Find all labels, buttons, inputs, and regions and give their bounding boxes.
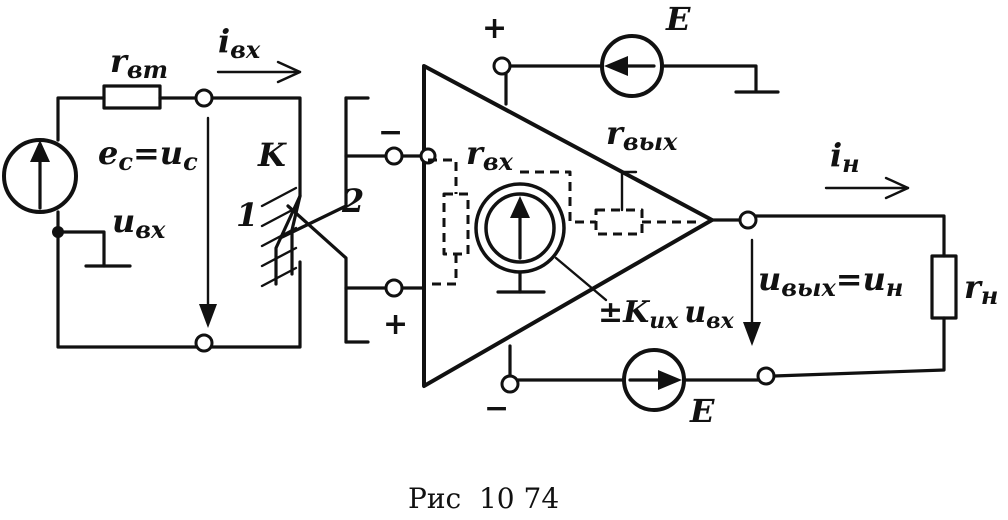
noninverting-input-terminal	[384, 278, 404, 298]
label-u-in: uвх	[112, 202, 166, 244]
input-terminal-bottom	[194, 333, 214, 353]
voltage-source-ec	[2, 138, 78, 214]
output-circuit	[710, 176, 958, 386]
source-circuit	[2, 60, 302, 353]
label-u-out-eq: uвых=uн	[758, 260, 903, 302]
figure-caption: Рис 10 74	[408, 482, 559, 515]
dependent-source-k-uin	[474, 182, 608, 302]
negative-supply-terminal	[500, 374, 520, 394]
label-i-in: iвх	[218, 22, 261, 64]
positive-supply-terminal	[492, 56, 512, 76]
label-contact-2: 2	[341, 182, 364, 220]
label-r-internal: rвт	[110, 42, 168, 84]
arrow-i-in-icon	[276, 60, 302, 84]
source-ground-wire	[56, 230, 106, 268]
op-amp	[384, 56, 714, 394]
supply-top	[508, 34, 780, 98]
label-r-load: rн	[964, 268, 998, 310]
label-supply-bottom: E	[689, 392, 715, 430]
label-inverting-sign: −	[378, 115, 403, 150]
label-minus-bottom: −	[484, 391, 509, 426]
label-plus-top: +	[482, 11, 507, 46]
op-amp-triangle	[422, 64, 714, 388]
output-terminal-bottom	[756, 366, 776, 386]
label-supply-top: E	[665, 0, 691, 38]
output-terminal-top	[738, 210, 758, 230]
input-terminal-top	[194, 88, 214, 108]
inverting-input-terminal	[384, 146, 404, 166]
arrow-i-load-icon	[884, 176, 910, 200]
label-switch-k: K	[257, 136, 287, 174]
label-r-out: rвых	[606, 114, 678, 156]
resistor-r-load	[930, 254, 958, 320]
arrow-u-out	[743, 322, 761, 346]
label-contact-1: 1	[236, 196, 258, 234]
arrow-u-in	[199, 304, 217, 328]
resistor-r-out	[594, 208, 644, 236]
label-r-in: rвх	[466, 134, 514, 176]
resistor-r-internal	[102, 84, 162, 110]
label-ec-uc: ec=uc	[98, 134, 198, 176]
supply-bottom	[516, 348, 760, 412]
resistor-r-in	[442, 192, 470, 256]
label-noninverting-sign: +	[383, 307, 408, 342]
switch-k	[210, 96, 390, 349]
label-i-load: iн	[830, 136, 860, 178]
